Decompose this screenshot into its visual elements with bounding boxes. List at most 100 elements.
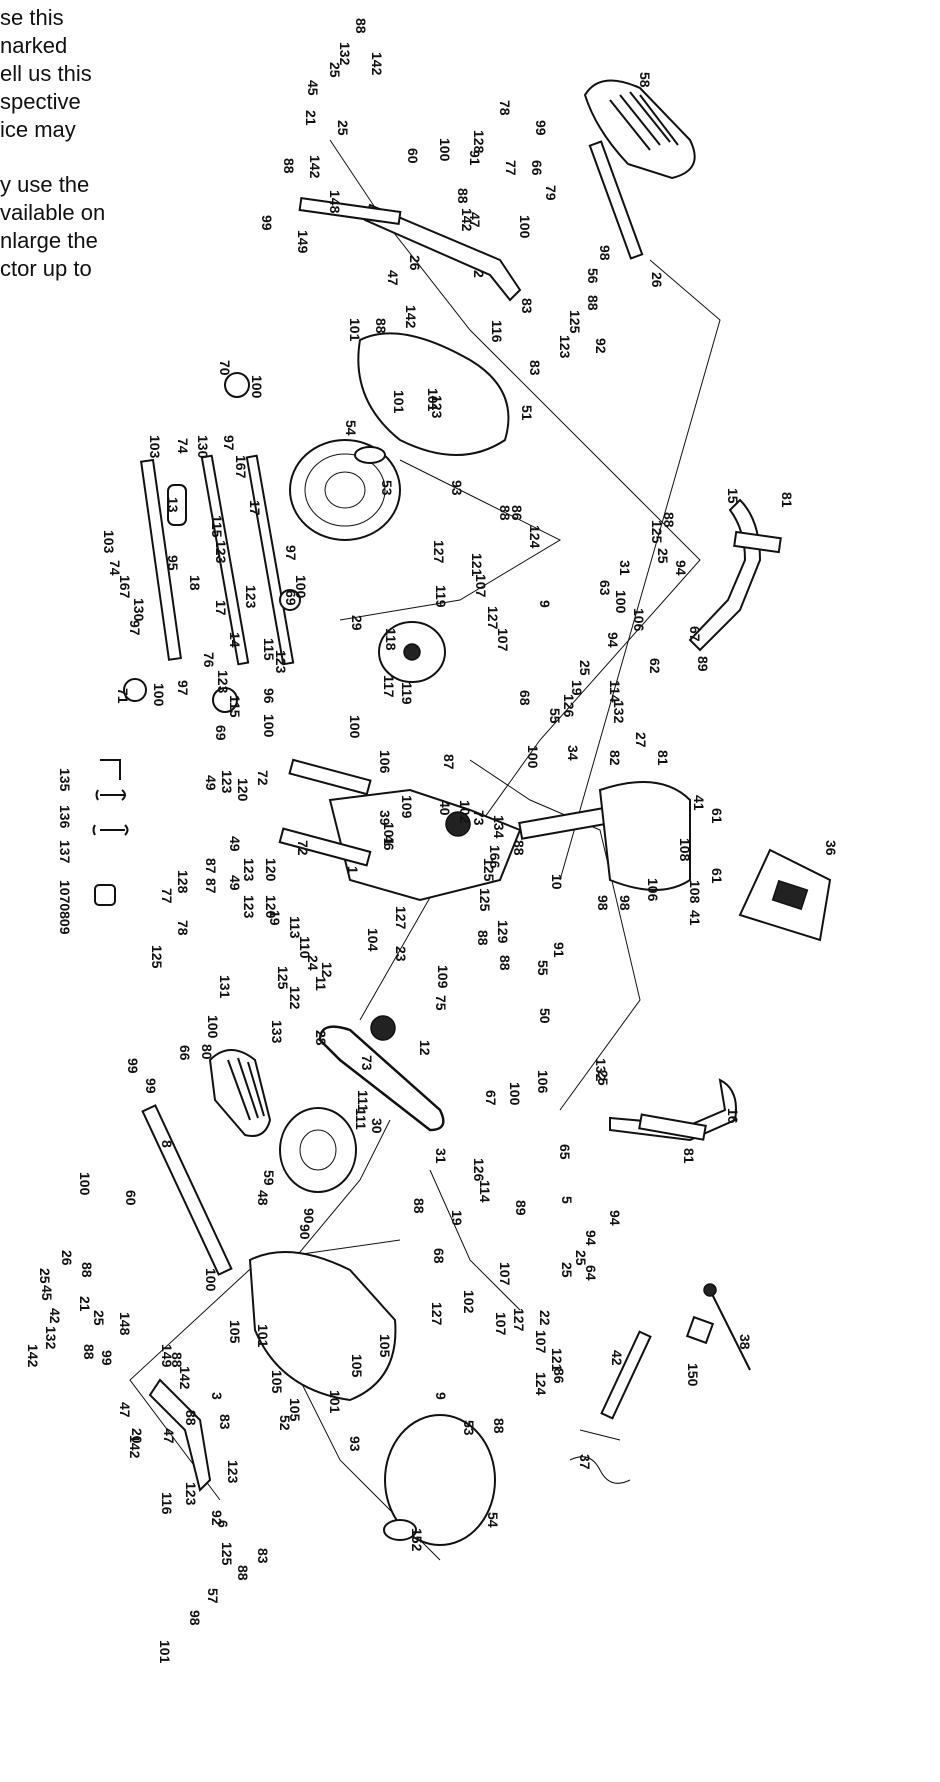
part-callout-88: 88 xyxy=(497,955,513,971)
part-callout-124: 124 xyxy=(533,1372,549,1396)
part-callout-88: 88 xyxy=(455,188,471,204)
part-callout-83: 83 xyxy=(217,1414,233,1430)
part-callout-49: 49 xyxy=(203,775,219,791)
part-callout-42: 42 xyxy=(609,1350,625,1366)
part-callout-66: 66 xyxy=(529,160,545,176)
part-callout-91: 91 xyxy=(467,150,483,166)
part-callout-116: 116 xyxy=(159,1492,175,1515)
part-callout-47: 47 xyxy=(161,1428,177,1444)
part-callout-72: 72 xyxy=(255,770,271,786)
part-callout-1: 1 xyxy=(345,866,361,874)
instructions-paragraph-1: se this narked ell us this spective ice … xyxy=(0,4,160,144)
part-callout-149: 149 xyxy=(295,230,311,254)
part-callout-47: 47 xyxy=(117,1402,133,1418)
part-callout-18: 18 xyxy=(187,575,203,591)
part-callout-117: 117 xyxy=(381,675,397,698)
part-callout-100: 100 xyxy=(261,714,277,738)
part-callout-9: 9 xyxy=(537,600,553,608)
part-callout-127: 127 xyxy=(485,606,501,630)
drive-belt xyxy=(318,1025,445,1132)
part-callout-123: 123 xyxy=(241,895,257,919)
part-callout-75: 75 xyxy=(433,995,449,1011)
part-callout-100: 100 xyxy=(77,1172,93,1196)
part-callout-86: 86 xyxy=(509,505,525,521)
part-callout-5: 5 xyxy=(559,1196,575,1204)
part-callout-51: 51 xyxy=(519,405,535,421)
part-callout-77: 77 xyxy=(159,888,175,904)
tool-kit xyxy=(92,759,129,906)
part-callout-100: 100 xyxy=(293,575,309,599)
part-callout-123: 123 xyxy=(215,670,231,694)
part-callout-123: 123 xyxy=(219,770,235,794)
document-number: 1070809 xyxy=(57,880,73,935)
part-callout-88: 88 xyxy=(497,505,513,521)
part-callout-11: 11 xyxy=(313,976,329,991)
part-callout-60: 60 xyxy=(405,148,421,164)
part-callout-13: 13 xyxy=(165,497,181,513)
instructions-line: ctor up to xyxy=(0,256,92,281)
grip-31b xyxy=(638,1113,707,1141)
part-callout-110: 110 xyxy=(297,936,313,959)
part-callout-103: 103 xyxy=(101,530,117,554)
part-callout-93: 93 xyxy=(449,480,465,496)
pedal-left xyxy=(208,1049,272,1137)
part-callout-29: 29 xyxy=(349,615,365,631)
part-callout-48: 48 xyxy=(255,1190,271,1206)
part-callout-132: 132 xyxy=(43,1326,59,1350)
part-callout-127: 127 xyxy=(511,1308,527,1332)
part-callout-126: 126 xyxy=(561,694,577,718)
handlebar-15 xyxy=(688,498,762,652)
instructions-line: spective xyxy=(0,89,81,114)
part-callout-149: 149 xyxy=(159,1344,175,1368)
part-callout-94: 94 xyxy=(583,1230,599,1246)
part-callout-88: 88 xyxy=(183,1410,199,1426)
part-callout-133: 133 xyxy=(269,1020,285,1044)
part-callout-81: 81 xyxy=(681,1148,697,1164)
part-callout-115: 115 xyxy=(261,638,277,661)
part-callout-115: 115 xyxy=(227,695,243,718)
part-callout-98: 98 xyxy=(187,1610,203,1626)
part-callout-167: 167 xyxy=(233,455,249,479)
part-callout-25: 25 xyxy=(577,660,593,676)
part-callout-124: 124 xyxy=(527,525,543,549)
wire-37 xyxy=(569,1456,631,1484)
part-callout-40: 40 xyxy=(437,800,453,816)
part-callout-25: 25 xyxy=(327,62,343,78)
part-callout-105: 105 xyxy=(287,1398,303,1422)
part-callout-100: 100 xyxy=(437,138,453,162)
part-callout-95: 95 xyxy=(165,555,181,571)
part-callout-17: 17 xyxy=(213,600,229,616)
part-callout-89: 89 xyxy=(695,656,711,672)
part-callout-26: 26 xyxy=(59,1250,75,1266)
part-callout-61: 61 xyxy=(709,868,725,884)
part-callout-96: 96 xyxy=(261,688,277,704)
part-callout-21: 21 xyxy=(303,110,319,126)
part-callout-132: 132 xyxy=(337,42,353,66)
part-callout-99: 99 xyxy=(533,120,549,136)
part-callout-90: 90 xyxy=(301,1208,317,1224)
part-callout-87: 87 xyxy=(203,858,219,874)
part-callout-102: 102 xyxy=(461,1290,477,1314)
callout-136: 136 xyxy=(57,805,73,829)
part-callout-53: 53 xyxy=(379,480,395,496)
part-callout-59: 59 xyxy=(261,1170,277,1186)
part-callout-106: 106 xyxy=(645,878,661,902)
rod-150 xyxy=(709,1289,751,1371)
part-callout-88: 88 xyxy=(475,930,491,946)
part-callout-101: 101 xyxy=(347,318,363,342)
part-callout-105: 105 xyxy=(377,1334,393,1358)
part-callout-88: 88 xyxy=(491,1418,507,1434)
part-callout-101: 101 xyxy=(425,388,441,412)
part-callout-25: 25 xyxy=(573,1250,589,1266)
grip-31 xyxy=(733,530,782,554)
part-callout-45: 45 xyxy=(39,1285,55,1301)
part-callout-107: 107 xyxy=(533,1330,549,1354)
part-callout-142: 142 xyxy=(127,1435,143,1459)
part-callout-16: 16 xyxy=(725,1108,741,1124)
part-callout-100: 100 xyxy=(205,1015,221,1039)
instructions-line: se this xyxy=(0,5,64,30)
flywheel-disc-lower xyxy=(384,1414,496,1546)
part-callout-127: 127 xyxy=(393,906,409,930)
part-callout-70: 70 xyxy=(217,360,233,376)
part-callout-108: 108 xyxy=(687,880,703,904)
